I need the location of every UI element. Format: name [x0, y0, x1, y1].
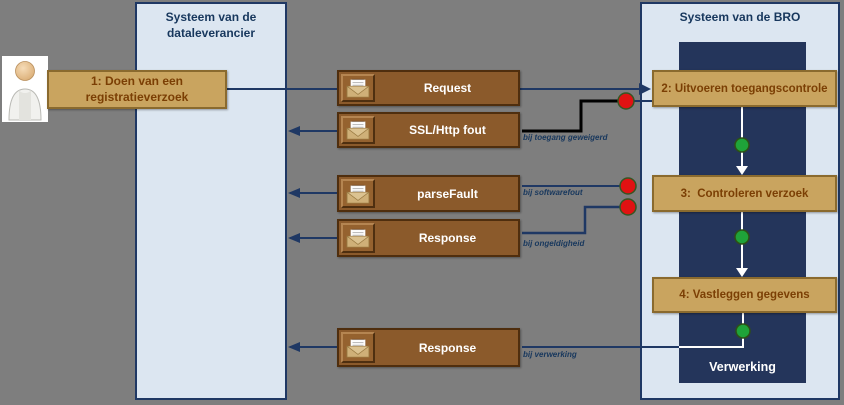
envelope-icon: [341, 74, 375, 102]
message-parsefault: parseFault: [337, 175, 520, 212]
red-dot-icon: [619, 198, 637, 216]
message-response-invalid-label: Response: [418, 231, 477, 245]
step4-box: 4: Vastleggen gegevens: [652, 277, 837, 313]
step4-label: 4: Vastleggen gegevens: [679, 289, 810, 301]
flow-arrowhead-3-icon: [736, 166, 748, 175]
access-denied-wire: [522, 99, 625, 133]
flow-wire-out: [679, 313, 744, 348]
condition-software-error: bij softwarefout: [523, 188, 583, 197]
final-response-arrowhead-icon: [288, 342, 300, 352]
flow-arrowhead-4-icon: [736, 268, 748, 277]
envelope-icon: [341, 179, 375, 208]
envelope-icon: [341, 223, 375, 253]
ssl-arrowhead-icon: [288, 126, 300, 136]
message-ssl-http-fout: SSL/Http fout: [337, 112, 520, 148]
invalid-response-arrowhead-icon: [288, 233, 300, 243]
message-request-label: Request: [423, 81, 472, 95]
message-request: Request: [337, 70, 520, 106]
message-response-invalid: Response: [337, 219, 520, 257]
step3-box: 3: Controleren verzoek: [652, 175, 837, 212]
step3-label: 3: Controleren verzoek: [680, 187, 809, 200]
green-dot-icon: [734, 137, 750, 153]
envelope-icon: [341, 116, 375, 144]
red-dot-icon: [619, 177, 637, 195]
envelope-icon: [341, 332, 375, 363]
message-parsefault-label: parseFault: [417, 186, 478, 201]
condition-processed: bij verwerking: [523, 350, 577, 359]
processing-label: Verwerking: [709, 360, 776, 374]
message-response-final: Response: [337, 328, 520, 367]
step2-box: 2: Uitvoeren toegangscontrole: [652, 70, 837, 107]
person-icon: [8, 61, 42, 121]
step1-label: 1: Doen van een registratieverzoek: [85, 73, 189, 104]
message-ssl-label: SSL/Http fout: [409, 123, 486, 137]
request-arrowhead-icon: [639, 83, 651, 95]
step2-label: 2: Uitvoeren toegangscontrole: [661, 82, 828, 95]
panel-dataleverancier-title: Systeem van de dataleverancier: [165, 10, 257, 40]
panel-bro-title: Systeem van de BRO: [679, 10, 801, 24]
red-dot-icon: [617, 92, 635, 110]
condition-access-denied: bij toegang geweigerd: [523, 133, 608, 142]
actor-dataleverancier: [2, 56, 48, 122]
invalid-response-wire: [522, 205, 628, 235]
green-dot-icon: [734, 229, 750, 245]
step1-box: 1: Doen van een registratieverzoek: [47, 70, 227, 109]
parsefault-arrowhead-icon: [288, 188, 300, 198]
panel-dataleverancier: Systeem van de dataleverancier: [135, 2, 287, 400]
green-dot-icon: [735, 323, 751, 339]
message-response-final-label: Response: [418, 340, 477, 355]
condition-invalid: bij ongeldigheid: [523, 239, 585, 248]
